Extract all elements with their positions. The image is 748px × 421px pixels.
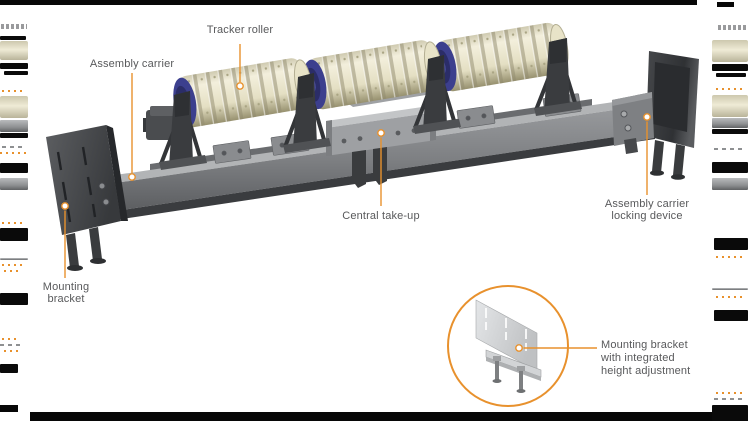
edge-artifact — [0, 293, 28, 305]
edge-artifact — [712, 40, 748, 62]
roller-stand — [283, 73, 331, 153]
bracket-leg — [89, 227, 102, 261]
edge-artifact — [0, 364, 18, 373]
bottom-crop-bar — [30, 412, 748, 421]
right-locking-bracket — [612, 51, 699, 180]
bracket-leg — [66, 233, 79, 268]
label-line: with integrated — [601, 352, 675, 364]
edge-artifact — [716, 256, 744, 258]
edge-artifact — [712, 288, 748, 290]
top-right-crop-mark — [717, 2, 734, 7]
edge-artifact — [0, 344, 22, 346]
edge-artifact — [2, 338, 20, 340]
edge-artifact — [712, 405, 748, 421]
label-line: bracket — [47, 293, 85, 305]
edge-artifact — [0, 258, 28, 260]
label-mounting-bracket-height-adjustment: Mounting bracket with integrated height … — [601, 339, 721, 378]
edge-artifact — [0, 41, 28, 60]
locking-device — [612, 92, 654, 146]
edge-artifact — [0, 36, 26, 40]
edge-artifact — [712, 118, 748, 128]
roller-stand — [159, 91, 207, 170]
edge-artifact — [0, 63, 28, 69]
left-mounting-bracket — [46, 125, 128, 271]
roller-stand — [413, 55, 461, 134]
label-line: Assembly carrier — [604, 198, 690, 210]
label-tracker-roller: Tracker roller — [206, 24, 274, 36]
edge-artifact — [0, 152, 26, 154]
label-mounting-bracket: Mounting bracket — [16, 281, 116, 305]
edge-artifact — [714, 238, 748, 250]
edge-artifact — [716, 296, 742, 298]
label-assembly-carrier: Assembly carrier — [89, 58, 175, 70]
label-line: locking device — [611, 210, 683, 222]
label-line: height adjustment — [601, 365, 691, 377]
edge-artifact — [718, 25, 746, 30]
edge-artifact — [2, 264, 22, 266]
edge-artifact — [712, 162, 748, 173]
edge-artifact — [716, 88, 742, 90]
edge-artifact — [0, 178, 28, 190]
take-up-hook — [373, 147, 387, 185]
edge-artifact — [2, 222, 22, 224]
edge-artifact — [0, 120, 28, 132]
edge-artifact — [1, 24, 27, 29]
label-line: Mounting — [42, 281, 90, 293]
roller-stand — [534, 38, 582, 116]
edge-artifact — [712, 129, 748, 134]
label-assembly-carrier-locking-device: Assembly carrier locking device — [587, 198, 707, 222]
label-line: Mounting bracket — [601, 339, 688, 351]
label-central-take-up: Central take-up — [342, 210, 420, 222]
edge-artifact — [0, 96, 28, 118]
edge-artifact — [712, 64, 748, 71]
edge-artifact — [0, 133, 28, 138]
edge-artifact — [2, 90, 24, 92]
tracker-roller-3 — [433, 22, 569, 92]
bracket-leg — [673, 144, 685, 177]
edge-artifact — [712, 95, 748, 117]
edge-artifact — [0, 228, 28, 241]
bottom-left-crop-mark — [0, 405, 18, 412]
bracket-leg — [652, 140, 664, 173]
edge-artifact — [4, 350, 20, 352]
edge-artifact — [4, 270, 22, 272]
edge-artifact — [0, 163, 28, 173]
edge-artifact — [714, 310, 748, 321]
edge-artifact — [714, 398, 744, 400]
edge-artifact — [712, 178, 748, 190]
tracker-roller-2 — [303, 40, 443, 110]
edge-artifact — [716, 392, 744, 394]
top-crop-bar — [0, 0, 697, 5]
edge-artifact — [2, 146, 26, 148]
leader-lines — [61, 44, 651, 352]
edge-artifact — [4, 71, 28, 75]
edge-artifact — [716, 73, 746, 77]
height-adjustment-inset — [447, 285, 569, 407]
take-up-hook — [352, 150, 366, 188]
edge-artifact — [714, 148, 744, 150]
